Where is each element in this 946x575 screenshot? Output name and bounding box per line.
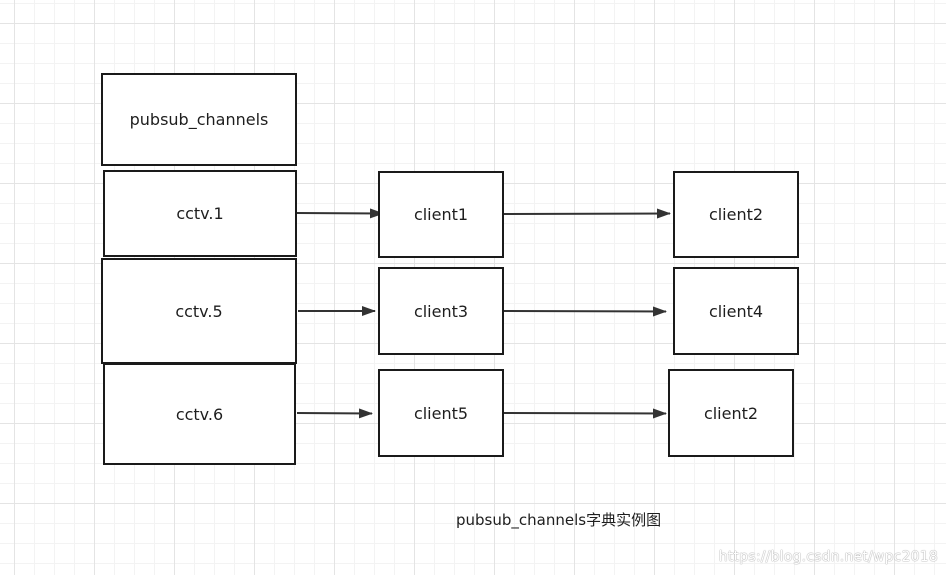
diagram-caption: pubsub_channels字典实例图: [456, 511, 662, 529]
client-box-client5[interactable]: client5: [378, 369, 504, 457]
channel-label: cctv.5: [175, 301, 223, 321]
watermark-text: https://blog.csdn.net/wpc2018: [718, 549, 938, 565]
client-box-client2-top[interactable]: client2: [673, 171, 799, 258]
client-label: client3: [413, 301, 469, 321]
client-label: client2: [708, 205, 764, 224]
arrow-client5-to-client2: [503, 408, 667, 419]
channel-box-cctv1[interactable]: cctv.1: [103, 170, 297, 257]
channel-box-cctv5[interactable]: cctv.5: [101, 258, 297, 364]
client-label: client5: [413, 403, 469, 423]
pubsub-channels-header-label: pubsub_channels: [129, 110, 269, 129]
arrow-cctv1-to-client1: [296, 208, 384, 219]
arrow-client1-to-client2: [503, 208, 671, 219]
channel-box-cctv6[interactable]: cctv.6: [103, 363, 296, 465]
client-label: client2: [703, 403, 759, 423]
pubsub-channels-header-box[interactable]: pubsub_channels: [101, 73, 297, 166]
client-box-client4[interactable]: client4: [673, 267, 799, 355]
arrow-client3-to-client4: [503, 306, 667, 317]
channel-label: cctv.6: [175, 404, 224, 424]
channel-label: cctv.1: [176, 204, 224, 223]
client-label: client4: [708, 301, 764, 321]
client-box-client1[interactable]: client1: [378, 171, 504, 258]
client-box-client3[interactable]: client3: [378, 267, 504, 355]
client-box-client2-bottom[interactable]: client2: [668, 369, 794, 457]
client-label: client1: [413, 205, 469, 224]
arrow-cctv6-to-client5: [296, 408, 373, 419]
